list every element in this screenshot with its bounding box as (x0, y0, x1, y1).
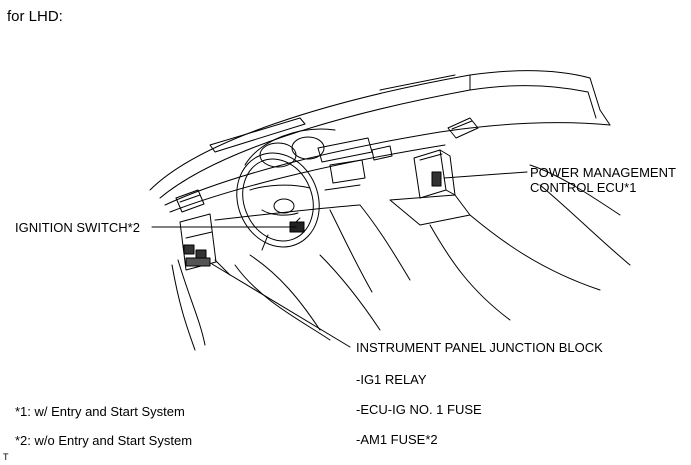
power-management-ecu-part (413, 149, 456, 199)
junction-block-label: INSTRUMENT PANEL JUNCTION BLOCK (356, 340, 603, 355)
junction-block-part (171, 213, 231, 351)
footnote: *1: w/ Entry and Start System (15, 404, 185, 419)
footnote: *2: w/o Entry and Start System (15, 433, 193, 448)
power-management-ecu-label-line-2: CONTROL ECU*1 (530, 180, 637, 195)
leader-junction-block (211, 263, 351, 348)
leader-power-management-ecu (443, 171, 528, 179)
junction-block-item: -AM1 FUSE*2 (356, 432, 438, 447)
ignition-switch-label: IGNITION SWITCH*2 (15, 220, 140, 235)
leader-lines (151, 171, 528, 348)
dashboard-outline (149, 70, 631, 341)
steering-wheel (236, 152, 320, 251)
ignition-switch-part (289, 217, 305, 233)
junction-block-item: -ECU-IG NO. 1 FUSE (356, 402, 482, 417)
junction-block-item: -IG1 RELAY (356, 372, 427, 387)
corner-mark: T (3, 452, 9, 462)
diagram-heading: for LHD: (7, 8, 63, 25)
power-management-ecu-label-line-1: POWER MANAGEMENT (530, 165, 676, 180)
